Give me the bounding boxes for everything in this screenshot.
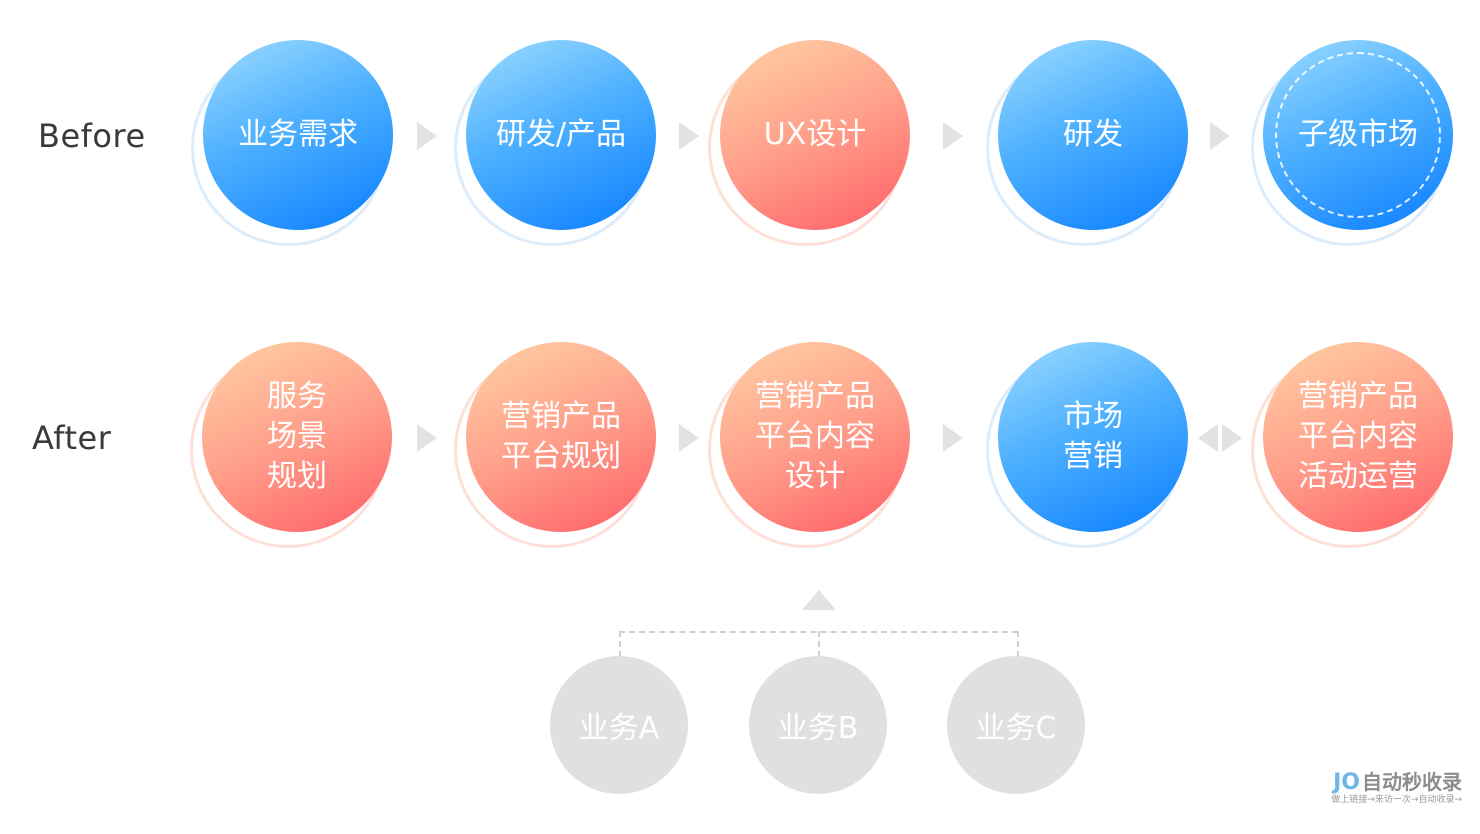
watermark-subtitle: 做上链接→来访一次→自动收录→	[1331, 795, 1462, 805]
after-node-label: 营销产品 平台内容 设计	[720, 342, 910, 532]
after-node-service-scenario-planning: 服务 场景 规划	[190, 342, 392, 548]
connector-left	[619, 631, 621, 657]
arrow-right-icon	[943, 424, 963, 452]
business-node-a: 业务A	[550, 656, 688, 794]
before-node-label: 研发/产品	[466, 40, 656, 230]
business-node-b: 业务B	[749, 656, 887, 794]
business-node-c: 业务C	[947, 656, 1085, 794]
arrow-right-icon	[417, 424, 437, 452]
watermark-logo: JO	[1333, 770, 1360, 795]
after-node-market-marketing: 市场 营销	[986, 342, 1188, 548]
arrow-right-icon	[679, 122, 699, 150]
connector-middle	[818, 631, 820, 657]
before-node-ux-design: UX设计	[708, 40, 910, 246]
after-node-label: 营销产品 平台内容 活动运营	[1263, 342, 1453, 532]
connector-right	[1017, 631, 1019, 657]
before-node-sub-market: 子级市场	[1251, 40, 1453, 246]
arrow-up-icon	[802, 590, 836, 610]
after-node-label: 服务 场景 规划	[202, 342, 392, 532]
before-node-label: UX设计	[720, 40, 910, 230]
before-node-label: 研发	[998, 40, 1188, 230]
arrow-left-icon	[1198, 424, 1218, 452]
after-label: After	[32, 419, 112, 457]
arrow-right-icon	[1210, 122, 1230, 150]
after-node-platform-content-operation: 营销产品 平台内容 活动运营	[1251, 342, 1453, 548]
arrow-right-icon	[679, 424, 699, 452]
watermark-title-text: 自动秒收录	[1362, 770, 1462, 794]
before-node-rd-product: 研发/产品	[454, 40, 656, 246]
after-node-platform-planning: 营销产品 平台规划	[454, 342, 656, 548]
after-node-label: 营销产品 平台规划	[466, 342, 656, 532]
after-node-platform-content-design: 营销产品 平台内容 设计	[708, 342, 910, 548]
before-node-label: 子级市场	[1263, 40, 1453, 230]
after-node-label: 市场 营销	[998, 342, 1188, 532]
before-node-label: 业务需求	[203, 40, 393, 230]
before-node-business-requirement: 业务需求	[191, 40, 393, 246]
arrow-right-icon	[417, 122, 437, 150]
before-label: Before	[38, 117, 146, 155]
before-node-rd: 研发	[986, 40, 1188, 246]
arrow-right-icon	[1222, 424, 1242, 452]
arrow-right-icon	[943, 122, 963, 150]
